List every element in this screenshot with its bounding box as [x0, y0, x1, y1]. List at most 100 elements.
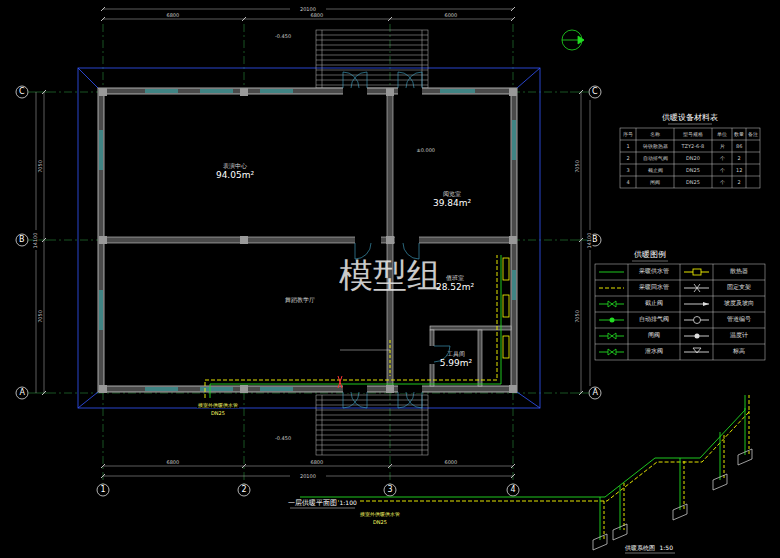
- legend-sample: [684, 331, 710, 341]
- pipe-note: DN25: [372, 520, 388, 525]
- pipe-note: 接室外供暖供水管: [359, 512, 401, 517]
- dimension: 6800: [310, 460, 325, 465]
- dimension: 20100: [299, 7, 317, 12]
- dimension: 14100: [587, 231, 592, 249]
- legend-sample: [599, 347, 625, 357]
- table-cell: 1: [626, 144, 631, 149]
- axis-label: 3: [387, 486, 394, 494]
- room-area: 39.84m²: [433, 198, 471, 208]
- axis-label: 4: [510, 486, 517, 494]
- legend-sample: [684, 315, 710, 325]
- table-cell: 个: [719, 168, 726, 173]
- table-cell: 3: [626, 168, 631, 173]
- room-name: 阅览室: [433, 191, 471, 198]
- room-name: 值班室: [436, 275, 474, 282]
- axis-label: C: [591, 88, 599, 96]
- elevation-mark: ±0.000: [416, 148, 437, 153]
- table-cell: 自动排气阀: [642, 156, 669, 161]
- axis-label: A: [19, 389, 26, 397]
- table-cell: 名称: [649, 132, 661, 137]
- legend-sample: [684, 347, 710, 357]
- legend-text: 闸阀: [648, 333, 660, 339]
- dimension: 20100: [299, 474, 317, 479]
- table-cell: 铸铁散热器: [642, 144, 669, 149]
- legend-sample: [599, 267, 625, 277]
- table-cell: DN25: [685, 180, 701, 185]
- axis-label: A: [592, 389, 599, 397]
- drawing-title: 供暖系统图: [624, 545, 656, 551]
- room-label: 工具间5.99m²: [440, 351, 472, 368]
- dimension: 14100: [33, 231, 38, 249]
- elevation-mark: -0.450: [274, 436, 292, 441]
- dimension: 7050: [574, 309, 579, 324]
- table-cell: DN20: [685, 156, 701, 161]
- table-cell: 数量: [733, 132, 745, 137]
- dimension: 6800: [166, 13, 181, 18]
- watermark: 模型组: [339, 258, 441, 292]
- table-title: 供暖图例: [633, 251, 667, 259]
- table-cell: 单位: [716, 132, 728, 137]
- table-title: 供暖设备材料表: [661, 114, 719, 122]
- axis-label: C: [18, 88, 26, 96]
- legend-text: 温度计: [730, 333, 748, 339]
- elevation-mark: -0.450: [274, 34, 292, 39]
- pipe-note: 接室外供暖供水管: [197, 403, 239, 408]
- pipe-note: DN25: [210, 411, 226, 416]
- dimension: 7050: [37, 159, 42, 174]
- table-cell: 2: [737, 180, 742, 185]
- table-cell: 86: [735, 144, 743, 149]
- legend-text: 泄水阀: [645, 349, 663, 355]
- room-label: 阅览室39.84m²: [433, 191, 471, 208]
- table-cell: 备注: [747, 132, 759, 137]
- room-label: 舞蹈教学厅: [285, 297, 315, 304]
- legend-text: 坡度及坡向: [724, 301, 754, 307]
- table-cell: 片: [719, 144, 726, 149]
- legend-sample: [599, 315, 625, 325]
- room-name: 工具间: [440, 351, 472, 358]
- dimension: 7050: [37, 309, 42, 324]
- table-cell: 2: [737, 156, 742, 161]
- table-cell: 闸阀: [649, 180, 661, 185]
- room-area: 28.52m²: [436, 282, 474, 292]
- legend-sample: [599, 331, 625, 341]
- legend-text: 采暖供水管: [639, 269, 669, 275]
- table-cell: 12: [735, 168, 743, 173]
- legend-text: 标高: [733, 349, 745, 355]
- legend-sample: [599, 299, 625, 309]
- drawing-title: 1:50: [659, 545, 674, 551]
- drawing-title: 一层供暖平面图: [287, 500, 338, 507]
- legend-sample: [684, 283, 710, 293]
- legend-sample: [684, 267, 710, 277]
- table-cell: 型号规格: [682, 132, 704, 137]
- legend-text: 固定支架: [727, 285, 751, 291]
- dimension: 6800: [310, 13, 325, 18]
- legend-sample: [599, 283, 625, 293]
- dimension: 7050: [574, 159, 579, 174]
- room-label: 值班室28.52m²: [436, 275, 474, 292]
- axis-label: 2: [241, 486, 248, 494]
- legend-text: 散热器: [730, 269, 748, 275]
- room-label: 表演中心94.05m²: [216, 163, 254, 180]
- table-cell: 截止阀: [647, 168, 664, 173]
- legend-text: 自动排气阀: [639, 317, 669, 323]
- table-cell: 个: [719, 156, 726, 161]
- dimension: 6000: [444, 13, 459, 18]
- room-area: 5.99m²: [440, 358, 472, 368]
- table-cell: 2: [626, 156, 631, 161]
- legend-sample: [684, 299, 710, 309]
- room-name: 舞蹈教学厅: [285, 297, 315, 304]
- legend-text: 管道编号: [727, 317, 751, 323]
- table-cell: 个: [719, 180, 726, 185]
- room-area: 94.05m²: [216, 170, 254, 180]
- room-name: 表演中心: [216, 163, 254, 170]
- dimension: 6000: [444, 460, 459, 465]
- legend-text: 采暖回水管: [639, 285, 669, 291]
- drawing-title: 1:100: [339, 500, 358, 506]
- table-cell: 4: [626, 180, 631, 185]
- axis-label: 1: [100, 486, 107, 494]
- legend-text: 截止阀: [645, 301, 663, 307]
- dimension: 6800: [166, 460, 181, 465]
- table-cell: 序号: [622, 132, 634, 137]
- table-cell: TZY2-6-8: [681, 144, 706, 149]
